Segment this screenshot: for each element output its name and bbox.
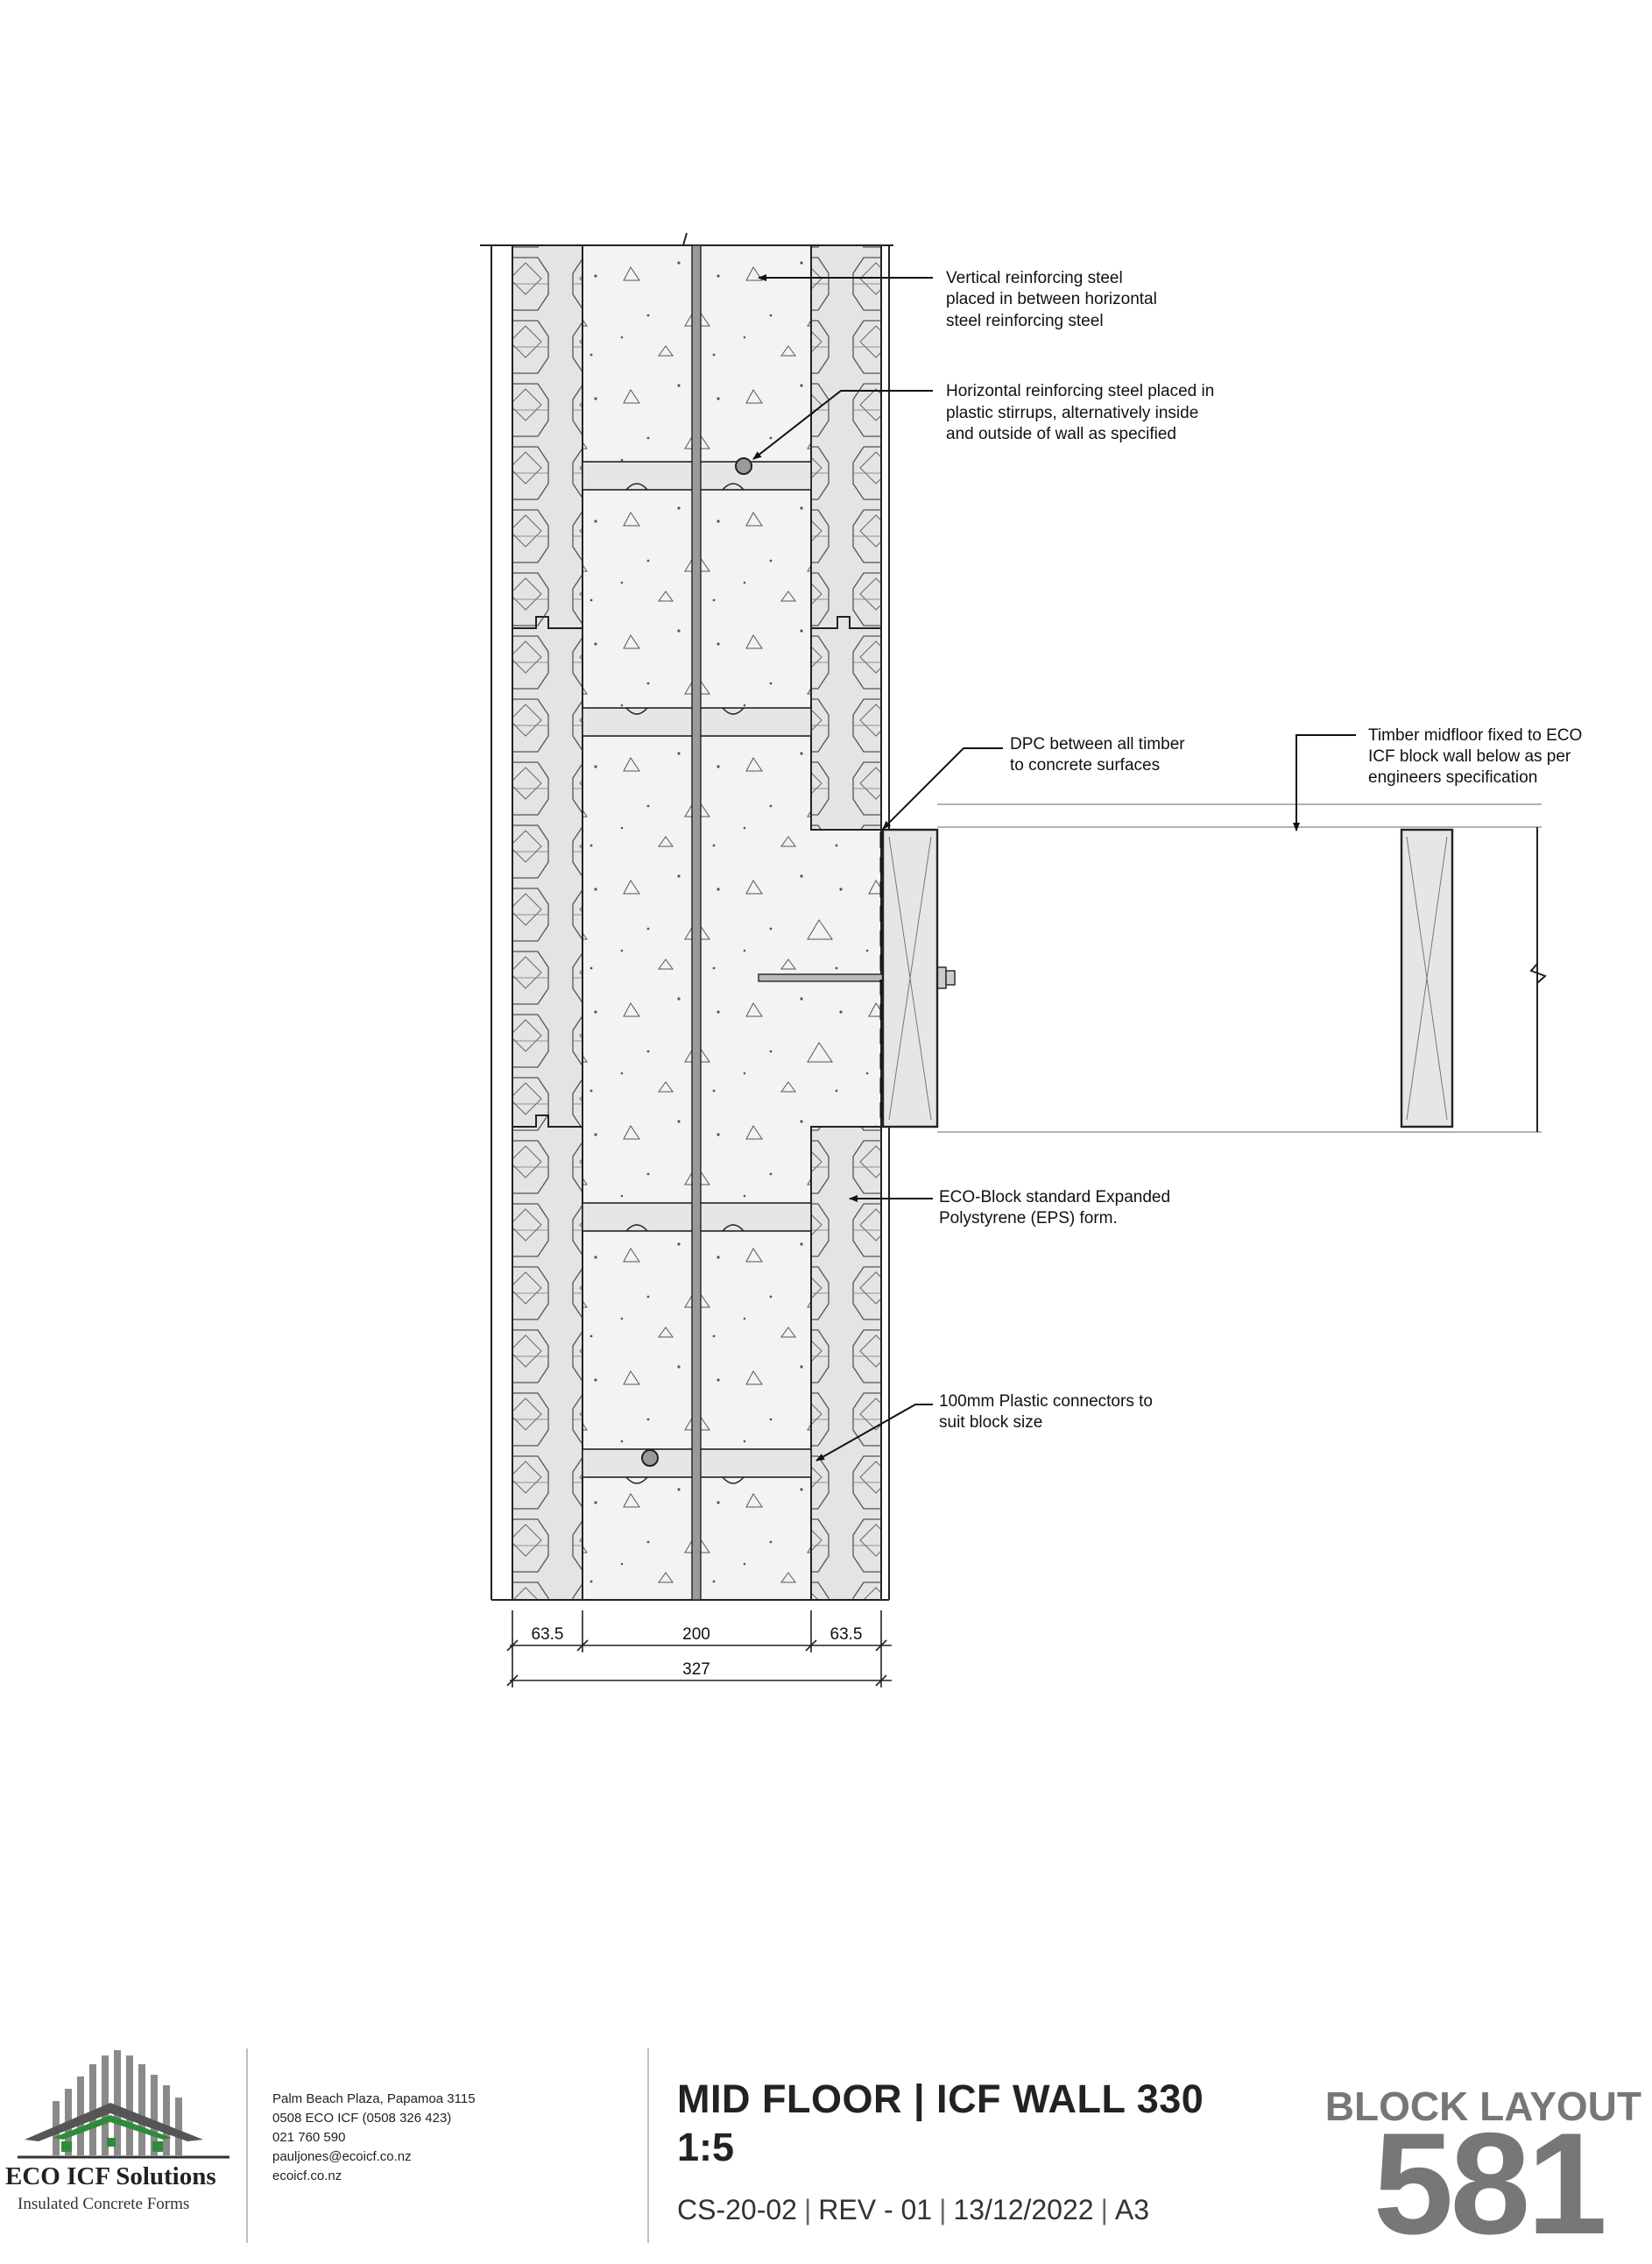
drawing-title: MID FLOOR | ICF WALL 330 [677,2077,1204,2121]
leader-connectors [815,1404,933,1461]
concrete-core [582,244,882,1601]
left-eps-form [512,244,583,1601]
drawing-number: CS-20-02 [677,2194,797,2225]
svg-text:suit block size: suit block size [939,1413,1042,1432]
paper-size: A3 [1114,2194,1150,2225]
dimension-lines [506,1610,892,1687]
vertical-rebar [691,244,702,1601]
svg-text:and outside of wall as specifi: and outside of wall as specified [946,425,1176,443]
company-tagline: Insulated Concrete Forms [18,2195,190,2213]
svg-text:Vertical reinforcing steel: Vertical reinforcing steel [946,269,1123,287]
timber-bearer [881,828,939,1128]
block-joint-notch [512,616,582,629]
svg-text:engineers specification: engineers specification [1368,768,1537,787]
svg-text:ICF block wall below as per: ICF block wall below as per [1368,747,1571,766]
svg-text:100mm Plastic connectors to: 100mm Plastic connectors to [939,1392,1153,1411]
drawing-meta: CS-20-02|REV - 01|13/12/2022|A3 [677,2194,1150,2225]
address-line: Palm Beach Plaza, Papamoa 3115 [272,2091,476,2106]
dimension-right-foam: 63.5 [830,1625,863,1644]
company-address-block: Palm Beach Plaza, Papamoa 3115 0508 ECO … [272,2090,476,2186]
dimension-left-foam: 63.5 [532,1625,564,1644]
svg-text:steel reinforcing steel: steel reinforcing steel [946,312,1104,330]
sheet-title: BLOCK LAYOUT [1324,2084,1641,2129]
svg-text:Horizontal reinforcing steel p: Horizontal reinforcing steel placed in [946,382,1214,400]
phone-line: 0508 ECO ICF (0508 326 423) [272,2111,452,2126]
mobile-line: 021 760 590 [272,2130,346,2145]
leader-horizontal-steel [752,390,933,460]
timber-midfloor [881,803,1547,1133]
website-line: ecoicf.co.nz [272,2168,342,2183]
email-line: pauljones@ecoicf.co.nz [272,2149,412,2164]
note-vertical-steel: Vertical reinforcing steel placed in bet… [946,269,1157,330]
dimension-core: 200 [682,1625,710,1644]
svg-text:to concrete surfaces: to concrete surfaces [1010,756,1160,775]
leader-dpc [882,747,1003,830]
icf-wall [480,232,956,1601]
company-logo-icon [18,2050,229,2159]
note-connectors: 100mm Plastic connectors to suit block s… [939,1392,1153,1432]
block-joint-notch [512,1114,582,1128]
svg-text:plastic stirrups, alternativel: plastic stirrups, alternatively inside [946,404,1198,422]
svg-text:Timber midfloor fixed to ECO: Timber midfloor fixed to ECO [1368,726,1582,745]
company-name: ECO ICF Solutions [5,2162,216,2190]
svg-text:placed in between horizontal: placed in between horizontal [946,290,1157,308]
dimension-overall: 327 [682,1660,710,1679]
drawing-date: 13/12/2022 [953,2194,1094,2225]
horizontal-rebar [735,457,752,475]
note-dpc: DPC between all timber to concrete surfa… [1010,735,1185,775]
drawing-scale: 1:5 [677,2125,735,2169]
svg-text:ECO-Block standard Expanded: ECO-Block standard Expanded [939,1188,1170,1206]
note-eps-form: ECO-Block standard Expanded Polystyrene … [939,1188,1170,1228]
note-horizontal-steel: Horizontal reinforcing steel placed in p… [946,382,1214,443]
right-eps-form-upper [810,244,882,831]
block-joint-notch [811,616,881,629]
leader-lines [752,274,1356,1461]
note-timber-midfloor: Timber midfloor fixed to ECO ICF block w… [1368,726,1582,787]
svg-text:DPC between all timber: DPC between all timber [1010,735,1185,753]
leader-timber-midfloor [1293,734,1356,831]
drawing-revision: REV - 01 [818,2194,933,2225]
svg-text:Polystyrene (EPS) form.: Polystyrene (EPS) form. [939,1209,1118,1228]
sheet-number: 581 [1373,2103,1607,2264]
timber-joist [1400,828,1454,1128]
horizontal-rebar [641,1449,659,1467]
